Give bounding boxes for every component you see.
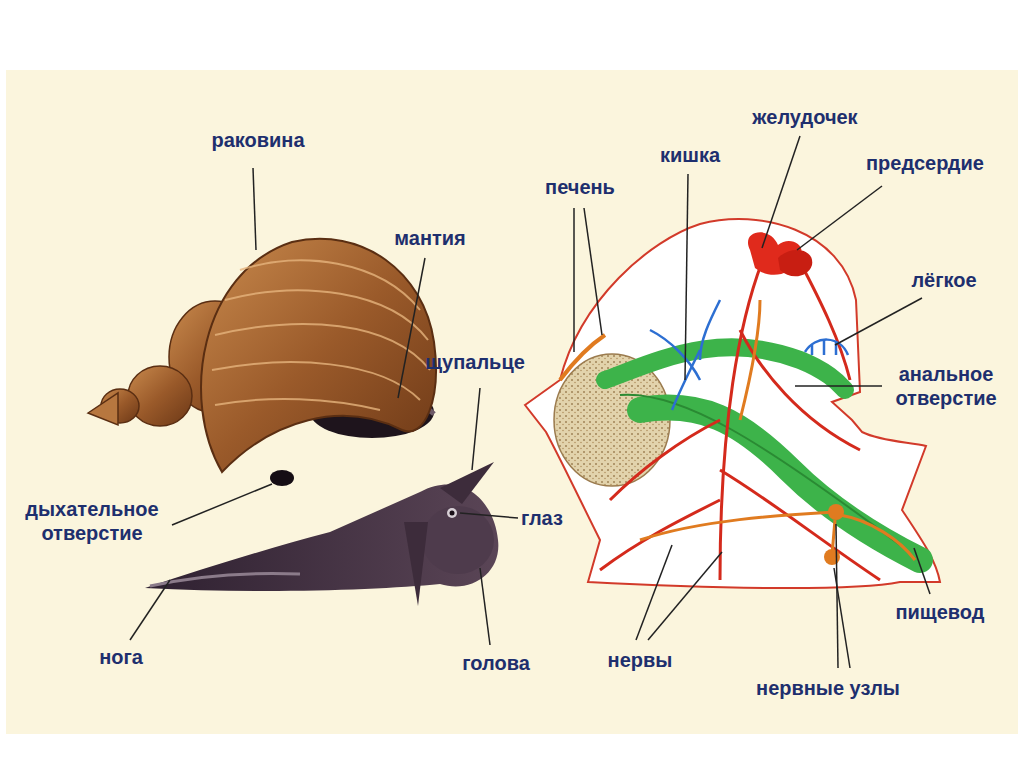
part-label: нога — [99, 645, 143, 669]
part-label: раковина — [211, 128, 304, 152]
part-label: печень — [545, 175, 615, 199]
part-label: голова — [462, 651, 530, 675]
part-label: предсердие — [866, 151, 984, 175]
panel — [6, 70, 1018, 734]
part-label: щупальце — [425, 350, 525, 374]
part-label: нервные узлы — [756, 676, 900, 700]
snail-exterior — [88, 239, 498, 606]
leader-lines — [130, 136, 930, 668]
part-label: глаз — [521, 506, 563, 530]
part-label: пищевод — [895, 600, 984, 624]
part-label: лёгкое — [911, 268, 976, 292]
part-label: нервы — [608, 648, 673, 672]
part-label: дыхательное отверстие — [25, 497, 158, 545]
part-label: анальное отверстие — [895, 362, 996, 410]
part-label: кишка — [660, 143, 720, 167]
snail-anatomy — [525, 219, 940, 588]
part-label: желудочек — [752, 105, 857, 129]
part-label: мантия — [394, 226, 466, 250]
